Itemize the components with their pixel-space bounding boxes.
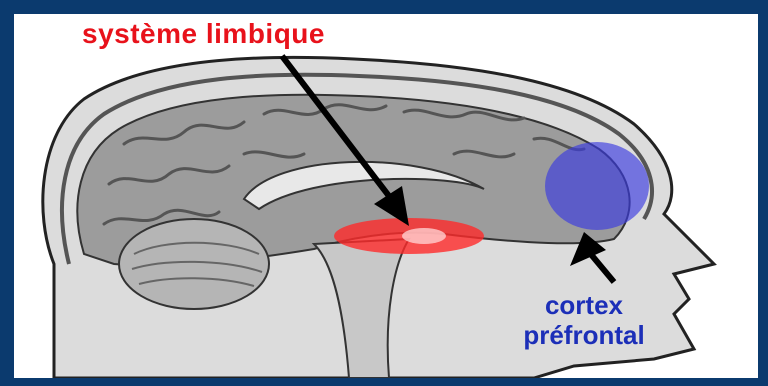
limbic-system-label: système limbique [82, 18, 325, 50]
cerebellum [119, 219, 269, 309]
prefrontal-cortex-label: cortex préfrontal [484, 290, 684, 350]
prefrontal-cortex-highlight [545, 142, 649, 230]
diagram-panel: système limbique cortex préfrontal [14, 14, 758, 378]
prefrontal-label-line2: préfrontal [484, 320, 684, 350]
prefrontal-label-line1: cortex [484, 290, 684, 320]
